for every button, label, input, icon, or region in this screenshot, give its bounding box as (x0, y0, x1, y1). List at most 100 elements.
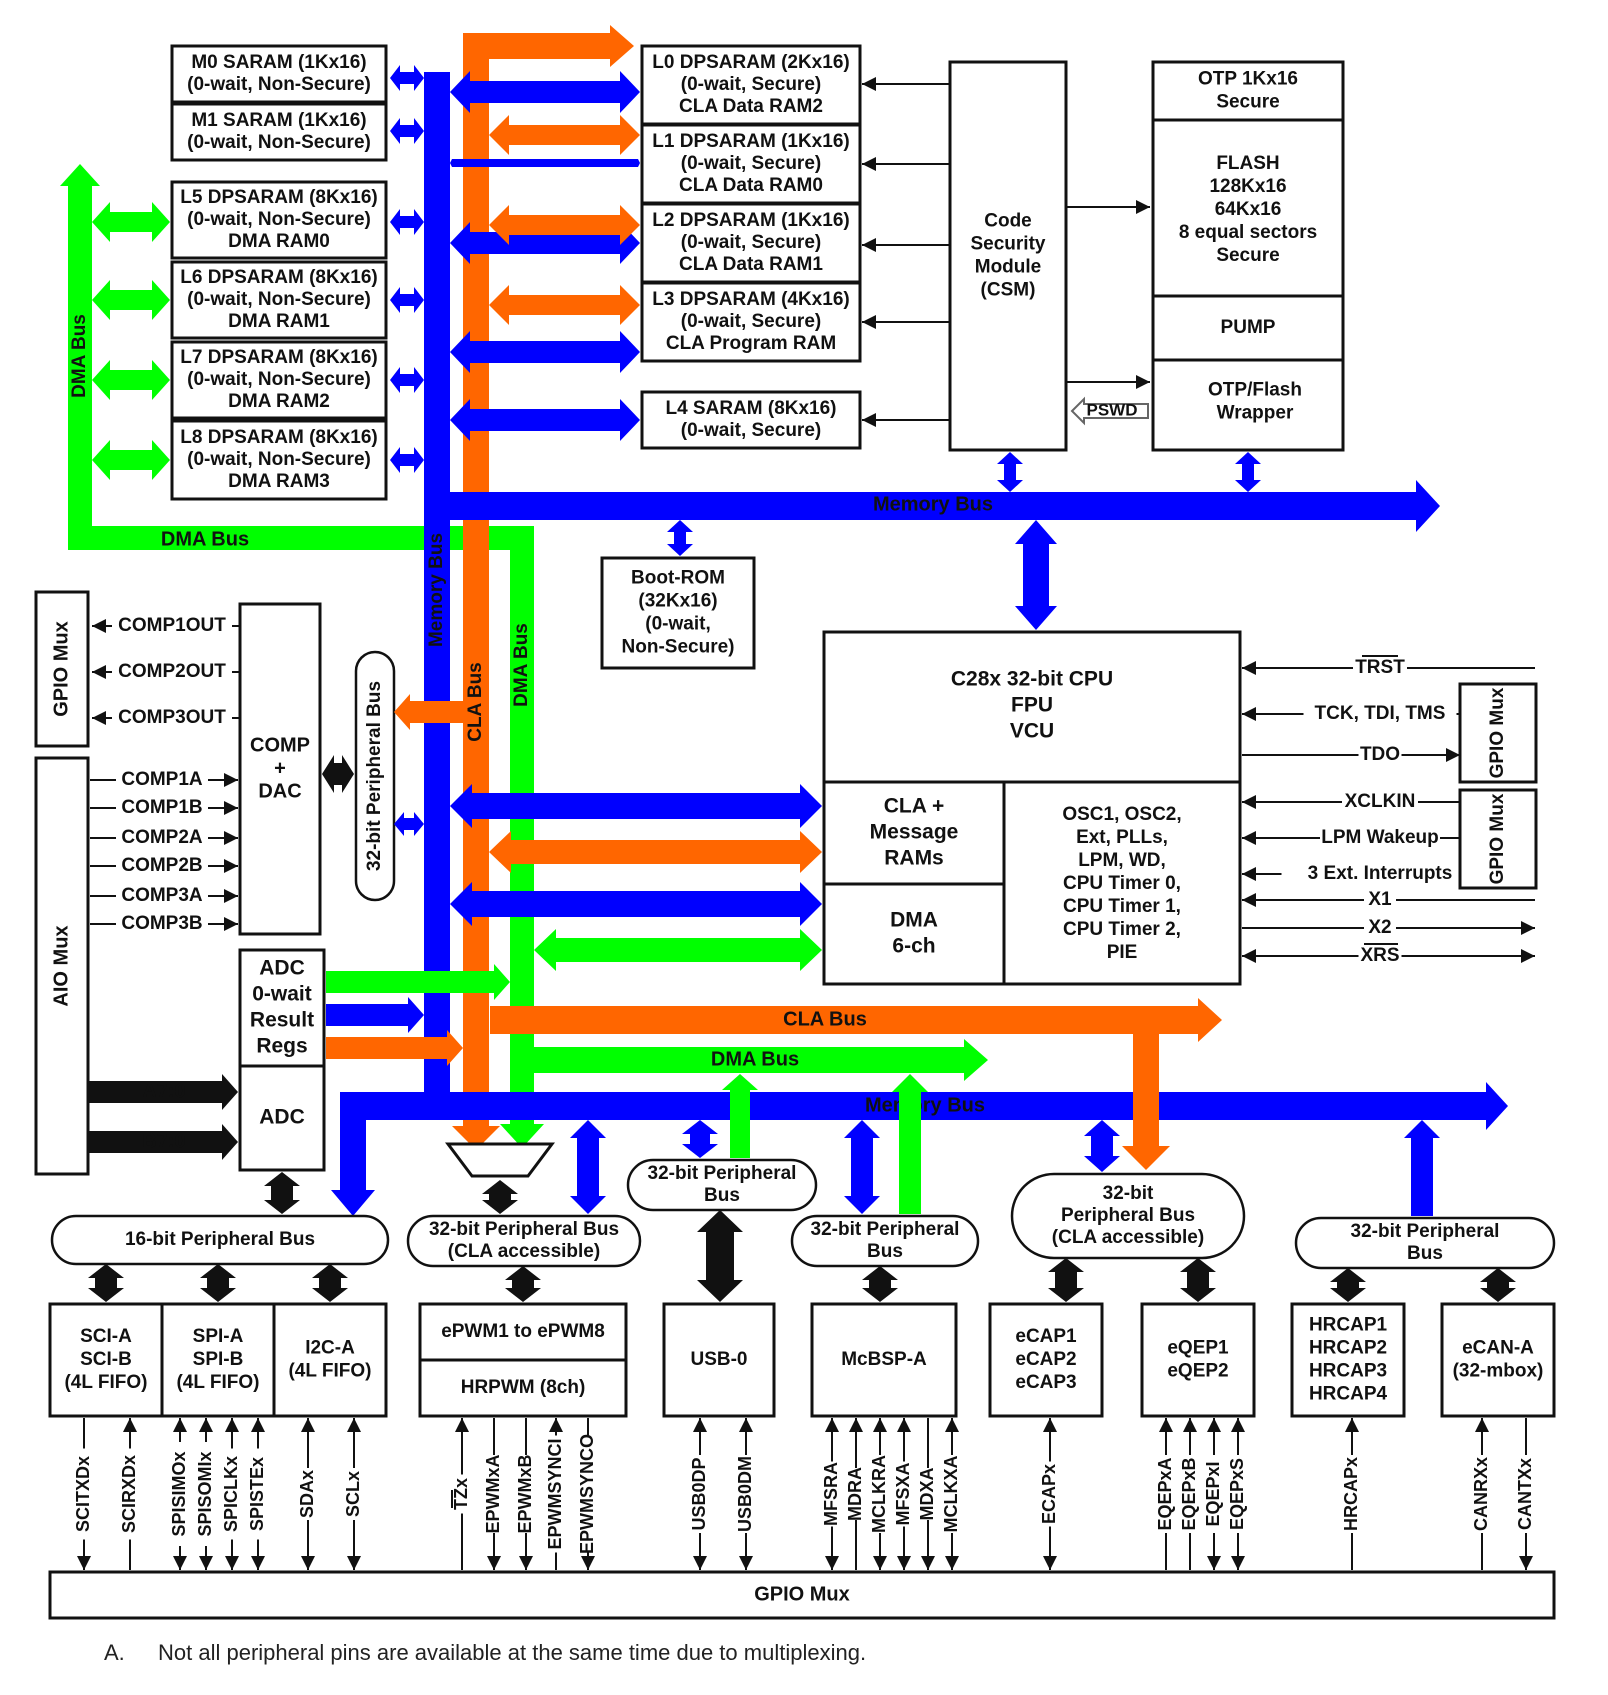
otp-box-text-line-2: Secure (1216, 92, 1279, 113)
otp-box (1151, 60, 1345, 122)
pin-hrcapx-label-bg (1340, 1455, 1364, 1533)
pin-ecapx-label: ECAPx (1039, 1464, 1059, 1524)
cla-bus-label-vertical: CLA Bus (465, 662, 486, 742)
comp-input-label-bg-1 (116, 768, 208, 792)
pin-usb0dp-label-bg (688, 1455, 712, 1533)
trst-signal-label-bg (1353, 656, 1407, 680)
adc-regs-box-text-line-4: Regs (256, 1035, 307, 1058)
center-ram-memory-link-1 (450, 71, 640, 113)
gpio-mux-right-top (1458, 682, 1538, 784)
cla-ram-memory-link (450, 784, 822, 828)
dma-bus-label-bottom: DMA Bus (711, 1048, 799, 1070)
pin-sdax-label-bg (296, 1468, 320, 1520)
l5-dpsaram-box-text-line-2: (0-wait, Non-Secure) (187, 209, 371, 230)
comp-input-label-bg-3 (116, 826, 208, 850)
pin-spisimox-label: SPISIMOx (169, 1451, 189, 1536)
l3-dpsaram-box-text-line-3: CLA Program RAM (666, 333, 836, 354)
cla-bus-branch-ecap (1133, 1020, 1159, 1150)
periph-bus-32-cla-text-line-2: (CLA accessible) (448, 1241, 600, 1262)
wrapper-memory-link (1235, 452, 1261, 492)
pin-spistex-label: SPISTEx (247, 1457, 267, 1531)
otp-flash-wrapper-text-line-1: OTP/Flash (1208, 380, 1302, 401)
pin-epwmsynco-line-head-down (581, 1556, 595, 1570)
x1-signal-line-head-left (1242, 893, 1256, 907)
csm-ram-link-2-head-left (862, 157, 876, 171)
l4-saram-box (640, 390, 862, 450)
memory-bus-label-bottom: Memory Bus (865, 1094, 985, 1116)
footnote: A.Not all peripheral pins are available … (104, 1640, 866, 1666)
spi-box-text-line-2: SPI-B (193, 1349, 244, 1370)
hrpwm-box (418, 1358, 628, 1418)
l7-dpsaram-box (170, 340, 388, 420)
pump-box-text: PUMP (1221, 317, 1276, 338)
periph-bus-16 (50, 1214, 390, 1266)
l0-dpsaram-box-text-line-2: (0-wait, Secure) (681, 74, 821, 95)
cla-ram-cla-link (489, 831, 822, 873)
comp-input-label-1: COMP1A (121, 769, 203, 790)
l0-dpsaram-box-text-line-1: L0 DPSARAM (2Kx16) (652, 52, 849, 73)
pin-spistex-line-head-up (251, 1418, 265, 1432)
dma-bus-label-vertical: DMA Bus (69, 314, 90, 398)
periph-bus-32-usb-text-line-2: Bus (704, 1185, 740, 1206)
l5-dpsaram-box-text-line-1: L5 DPSARAM (8Kx16) (180, 187, 377, 208)
flash-box-text-line-4: 8 equal sectors (1179, 222, 1317, 243)
x1-signal-label-bg (1364, 888, 1396, 912)
pin-spiclkx-label-bg (220, 1448, 244, 1540)
pin-mfsxa-label: MFSXA (893, 1462, 913, 1525)
pin-canrxx-label-bg (1470, 1455, 1494, 1533)
usb-box-text-line-1: USB-0 (690, 1349, 747, 1370)
l3-dpsaram-box (640, 281, 862, 363)
pin-mfsra-label-bg (820, 1461, 844, 1527)
comp-input-line-6-head-right (224, 917, 238, 931)
comp-output-label-2: COMP2OUT (118, 661, 226, 682)
pin-spisomix-label-bg (194, 1442, 218, 1546)
dma-dma-link (534, 929, 822, 971)
hrcap-box-text-line-4: HRCAP4 (1309, 1384, 1388, 1405)
comp-input-label-2: COMP1B (121, 797, 202, 818)
hrcap-box (1290, 1302, 1406, 1418)
memory-usb-bus-link (682, 1120, 718, 1158)
m0-saram-box (170, 44, 388, 104)
pin-eqepxb-line-head-up (1183, 1418, 1197, 1432)
comp-input-label-6: COMP3B (121, 913, 202, 934)
pin-sclx-label: SCLx (343, 1471, 363, 1517)
hrpwm-box-text: HRPWM (8ch) (461, 1377, 586, 1398)
xrs-signal-line-head-right (1521, 949, 1535, 963)
periph-box-link-8 (1330, 1268, 1366, 1302)
hrcap-box-text-line-3: HRCAP3 (1309, 1361, 1387, 1382)
flash-box-text-line-5: Secure (1216, 245, 1279, 266)
cla-bus-vertical (463, 40, 489, 1136)
cla-ram-box (822, 780, 1006, 886)
comp-output-label-3: COMP3OUT (118, 707, 226, 728)
x2-signal-label-bg (1364, 916, 1396, 940)
gpio-mux-right-bottom-text: GPIO Mux (1487, 793, 1508, 884)
pin-mclkra-line-head-down (873, 1556, 887, 1570)
memory-bus-bottom-arrowhead (1486, 1082, 1508, 1130)
ecap-box-text-line-1: eCAP1 (1015, 1326, 1077, 1347)
memory-ecap-bus-link (1084, 1120, 1120, 1172)
l8-dpsaram-box (170, 419, 388, 501)
x1-signal-label: X1 (1368, 889, 1392, 910)
periph-bus-32-mcbsp (790, 1214, 980, 1268)
pin-tzx-label: TZx (451, 1478, 471, 1510)
i2c-box-text-line-1: I2C-A (305, 1338, 355, 1359)
adc-regs-memory-link (326, 997, 424, 1033)
cpu-box-text-line-1: C28x 32-bit CPU (951, 668, 1113, 691)
sci-box-text-line-3: (4L FIFO) (64, 1372, 147, 1393)
usb-box-link (697, 1210, 743, 1302)
periph-box-link-2 (200, 1264, 236, 1302)
comp-input-label-bg-2 (116, 796, 208, 820)
tck-signal-label: TCK, TDI, TMS (1315, 703, 1446, 724)
csm-box (948, 60, 1068, 452)
pin-spisimox-label-bg (168, 1442, 192, 1546)
dma-bus-label-center: DMA Bus (511, 623, 532, 707)
pin-mfsxa-line-head-down (897, 1556, 911, 1570)
periph-box-link-7 (862, 1266, 898, 1302)
comp-output-label-bg-2 (112, 660, 232, 684)
cla-bus-horizontal (490, 998, 1222, 1042)
b70-label: B7:0 (142, 1130, 185, 1152)
memory-bus-branch-16bit (340, 1092, 366, 1192)
center-ram-memory-link-l1 (450, 159, 640, 167)
periph-box-link-4 (505, 1266, 541, 1302)
pin-epwmsynco-label-bg (576, 1435, 600, 1553)
